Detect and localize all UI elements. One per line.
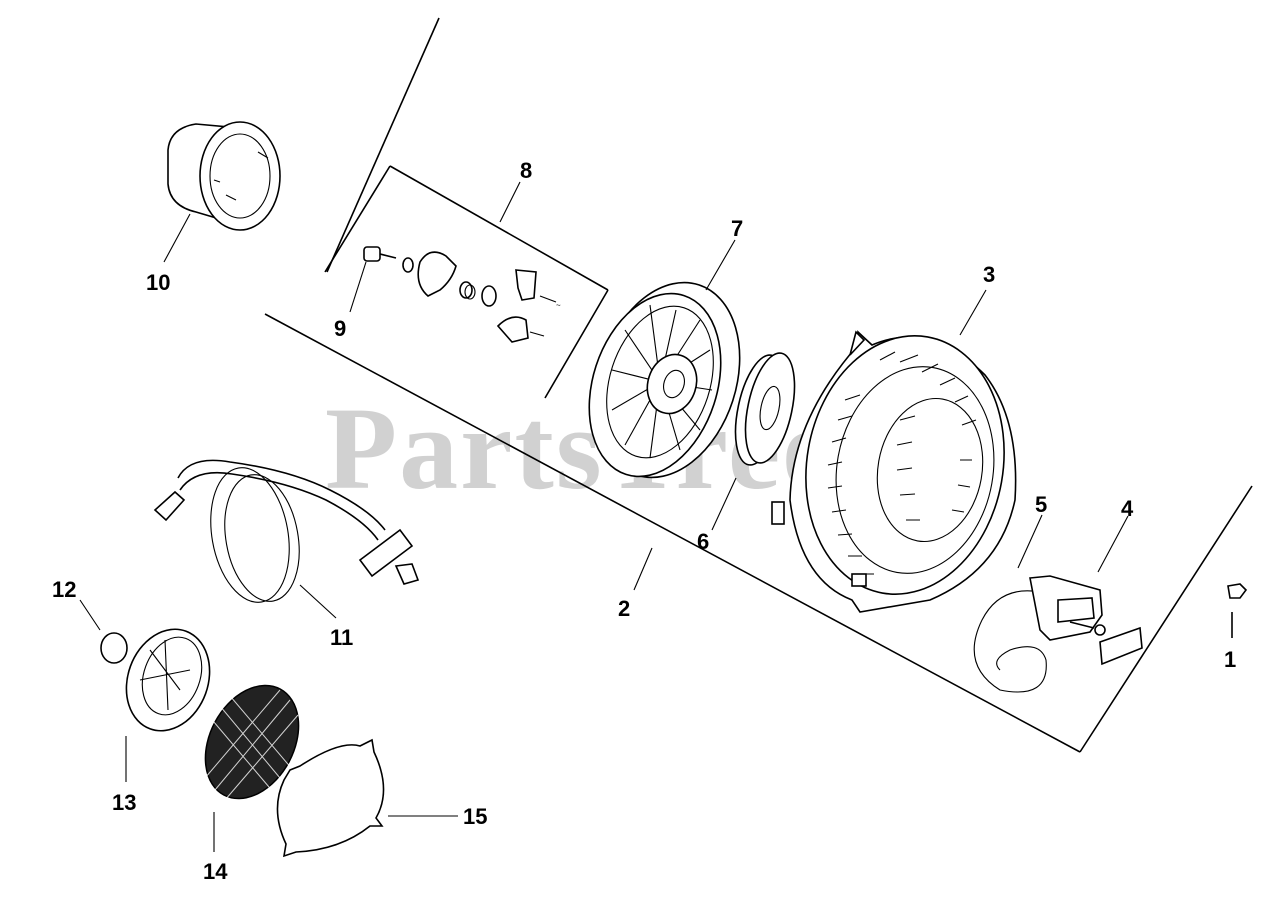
callout-13: 13: [112, 790, 136, 815]
part-pawl-kit: ~: [363, 246, 561, 343]
part-ring-frame: [125, 628, 211, 732]
callout-7: 7: [731, 216, 743, 241]
callout-4: 4: [1121, 496, 1134, 521]
part-handle-rope: [973, 575, 1143, 693]
callout-14: 14: [203, 859, 228, 884]
part-pulley: [588, 281, 741, 479]
callout-10: 10: [146, 270, 170, 295]
subassembly-outline: [324, 165, 609, 399]
part-cap: [100, 632, 128, 664]
callout-5: 5: [1035, 492, 1047, 517]
svg-text:~: ~: [556, 301, 561, 310]
callout-12: 12: [52, 577, 76, 602]
part-screen: [204, 684, 300, 801]
part-washer: [734, 352, 796, 466]
part-gasket: [276, 738, 385, 858]
callout-15: 15: [463, 804, 487, 829]
leader-lines: [79, 181, 1129, 852]
part-hose: [153, 459, 420, 603]
callout-labels: 1 2 3 4 5 6 7 8 9 10 11 12 13 14 15: [52, 158, 1236, 884]
part-cup: [167, 121, 281, 231]
callout-8: 8: [520, 158, 532, 183]
part-housing: [771, 330, 1017, 613]
callout-6: 6: [697, 529, 709, 554]
callout-11: 11: [330, 625, 353, 650]
assembly-outline: [264, 17, 1253, 753]
callout-9: 9: [334, 316, 346, 341]
callout-3: 3: [983, 262, 995, 287]
callout-2: 2: [618, 596, 630, 621]
callout-1: 1: [1224, 647, 1236, 672]
part-screw: [1227, 583, 1248, 638]
